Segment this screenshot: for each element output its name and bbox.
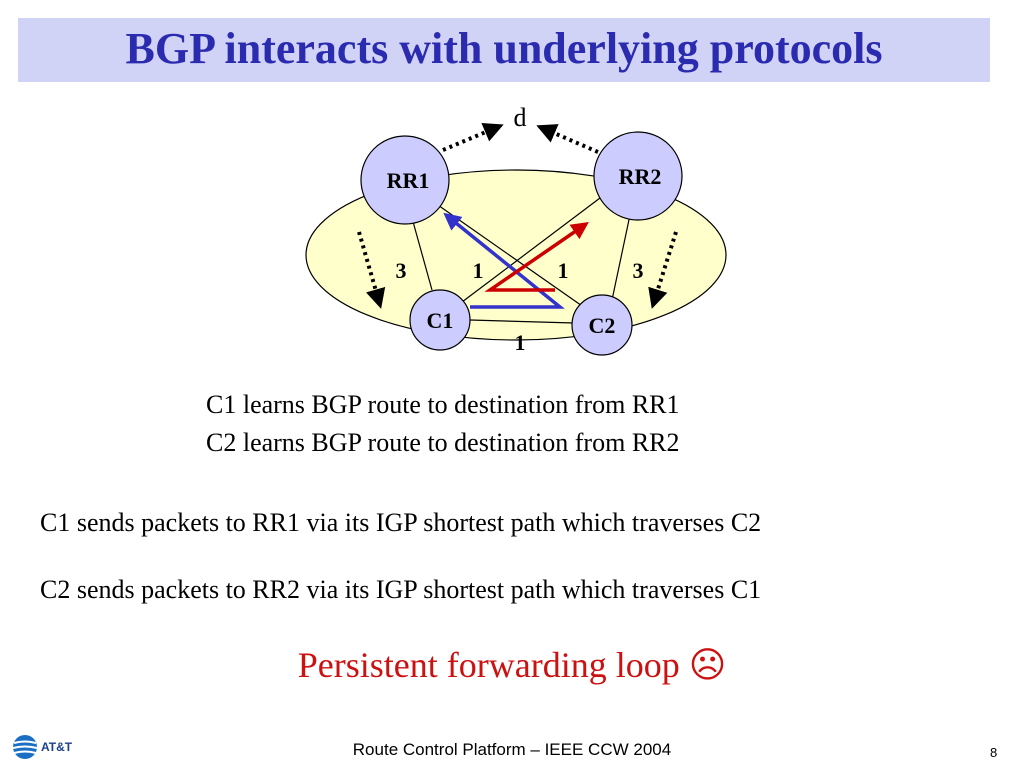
att-globe-icon (12, 735, 38, 759)
title-bar: BGP interacts with underlying protocols (18, 18, 990, 82)
att-logo: AT&T (12, 734, 72, 760)
bgp-arrow-rr2-c2 (648, 231, 678, 309)
bgp-arrow-rr2-d (536, 124, 599, 154)
weight-rr1-c2: 1 (473, 258, 484, 283)
weight-rr1-c1: 3 (396, 258, 407, 283)
node-rr1-label: RR1 (387, 168, 430, 193)
statement-c1-learns: C1 learns BGP route to destination from … (206, 390, 680, 419)
node-rr2-label: RR2 (619, 164, 662, 189)
conclusion-text: Persistent forwarding loop ☹ (297, 645, 727, 685)
link-rr1-c1 (411, 217, 433, 291)
bgp-arrow-rr1-c1 (357, 231, 386, 309)
node-rr1: RR1 (360, 135, 450, 225)
node-c2-label: C2 (589, 313, 616, 338)
node-c1: C1 (409, 289, 471, 351)
link-c1-c2 (469, 319, 575, 324)
node-c1-label: C1 (427, 308, 454, 333)
network-diagram: RR1 RR2 C1 C2 d 3 3 1 1 1 (305, 103, 727, 356)
weight-c1-c2: 1 (515, 330, 526, 355)
destination-label: d (514, 103, 527, 132)
statement-c2-learns: C2 learns BGP route to destination from … (206, 428, 680, 457)
footer-text: Route Control Platform – IEEE CCW 2004 (352, 740, 672, 759)
node-c2: C2 (571, 294, 633, 356)
c1-forwarding-path (443, 212, 565, 309)
page-number: 8 (990, 745, 998, 760)
statement-c1-sends: C1 sends packets to RR1 via its IGP shor… (40, 508, 762, 537)
link-rr2-c1 (461, 197, 601, 303)
weight-rr2-c1: 1 (558, 258, 569, 283)
slide-title: BGP interacts with underlying protocols (125, 24, 883, 73)
statement-c2-sends: C2 sends packets to RR2 via its IGP shor… (40, 575, 762, 604)
node-rr2: RR2 (593, 131, 683, 221)
c2-forwarding-path (484, 222, 589, 292)
bgp-arrow-rr1-d (442, 122, 504, 152)
weight-rr2-c2: 3 (633, 258, 644, 283)
link-rr2-c2 (611, 214, 631, 301)
att-logo-text: AT&T (41, 740, 73, 754)
